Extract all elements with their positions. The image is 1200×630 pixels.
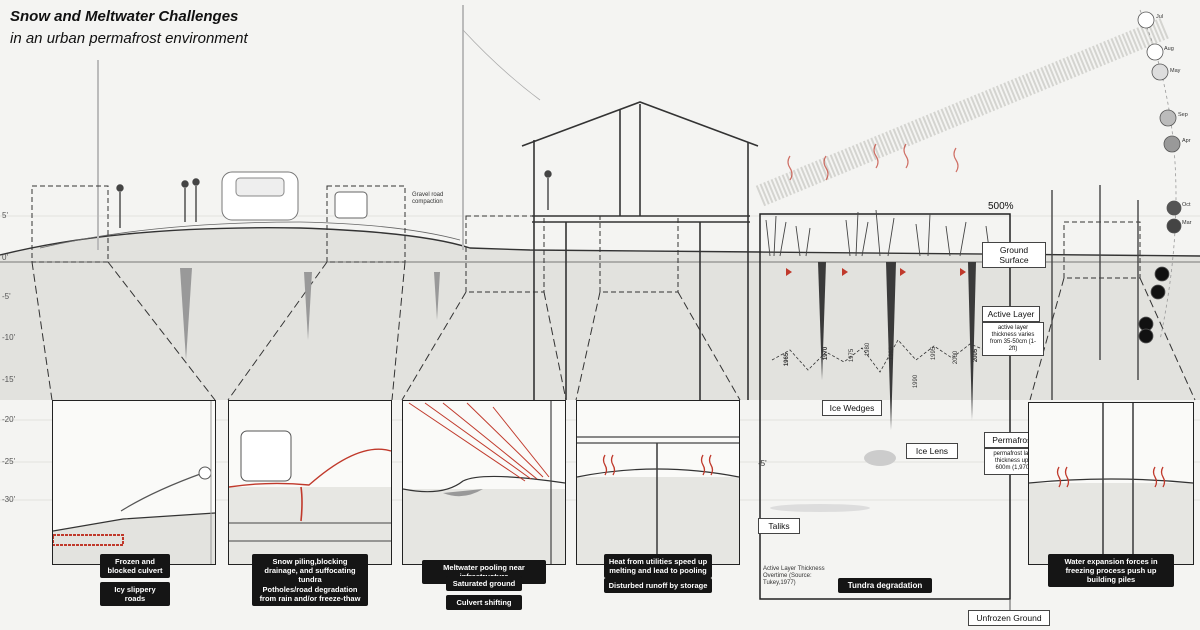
month-label: Jul xyxy=(1156,14,1164,20)
panel-illustration xyxy=(403,401,565,564)
month-label: Apr xyxy=(1182,138,1191,144)
panel-4-label-1: Heat from utilities speed up melting and… xyxy=(604,554,712,578)
panel-frost-heave xyxy=(1028,402,1194,565)
panel-5-label: Tundra degradation xyxy=(838,578,932,593)
year-label: 1970 xyxy=(823,346,830,361)
permafrost-label: Permafrost xyxy=(984,432,1042,448)
year-label: 2005 xyxy=(973,348,980,363)
depth-label: 5' xyxy=(2,211,8,220)
panel-illustration xyxy=(577,436,739,564)
depth-label: -15' xyxy=(2,375,16,384)
legend-note: Active Layer Thickness Overtime (Source:… xyxy=(763,566,825,586)
year-label: 1995 xyxy=(931,346,938,361)
depth-label: -30' xyxy=(2,495,16,504)
panel-1-label-1: Frozen and blocked culvert xyxy=(100,554,170,578)
page-title: Snow and Meltwater Challenges xyxy=(10,8,239,25)
page-subtitle: in an urban permafrost environment xyxy=(10,30,248,47)
panel-frozen-culvert xyxy=(52,400,216,565)
year-label: 1965 xyxy=(784,352,791,367)
depth-label: -10' xyxy=(2,333,16,342)
depth-label: 0' xyxy=(2,253,8,262)
magnification-label: 500% xyxy=(988,201,1014,212)
ice-wedges-label: Ice Wedges xyxy=(822,400,882,416)
mid-depth-label: -5' xyxy=(758,459,767,468)
panel-1-label-2: Icy slippery roads xyxy=(100,582,170,606)
month-label: Mar xyxy=(1182,220,1192,226)
year-label: 1990 xyxy=(913,374,920,389)
panel-illustration xyxy=(1029,403,1193,564)
gravel-road-note: Gravel road compaction xyxy=(412,192,444,205)
panel-3-label-3: Culvert shifting xyxy=(446,595,522,610)
panel-utility-heat xyxy=(576,400,740,565)
panel-snow-piling xyxy=(228,400,392,565)
panel-illustration xyxy=(53,401,215,564)
year-label: 1980 xyxy=(865,342,872,357)
month-label: May xyxy=(1170,68,1181,74)
panel-2-label-2: Potholes/road degradation from rain and/… xyxy=(252,582,368,606)
year-label: 2000 xyxy=(953,350,960,365)
month-label: Aug xyxy=(1164,46,1174,52)
ground-surface-label: Ground Surface xyxy=(982,242,1046,268)
year-label: 1975 xyxy=(849,348,856,363)
panel-6-label: Water expansion forces in freezing proce… xyxy=(1048,554,1174,587)
year-label: 1985 xyxy=(889,346,896,361)
month-label: Sep xyxy=(1178,112,1188,118)
depth-label: -20' xyxy=(2,415,16,424)
taliks-label: Taliks xyxy=(758,518,800,534)
panel-meltwater-pooling xyxy=(402,400,566,565)
unfrozen-ground-label: Unfrozen Ground xyxy=(968,610,1050,626)
panel-4-label-2: Disturbed runoff by storage xyxy=(604,578,712,593)
depth-label: -25' xyxy=(2,457,16,466)
panel-3-label-2: Saturated ground xyxy=(446,576,522,591)
active-layer-note: active layer thickness varies from 35-50… xyxy=(982,322,1044,356)
panel-2-label-1: Snow piling,blocking drainage, and suffo… xyxy=(252,554,368,587)
active-layer-label: Active Layer xyxy=(982,306,1040,322)
depth-label: -5' xyxy=(2,292,11,301)
ice-lens-label: Ice Lens xyxy=(906,443,958,459)
month-label: Oct xyxy=(1182,202,1191,208)
panel-illustration xyxy=(229,430,391,564)
